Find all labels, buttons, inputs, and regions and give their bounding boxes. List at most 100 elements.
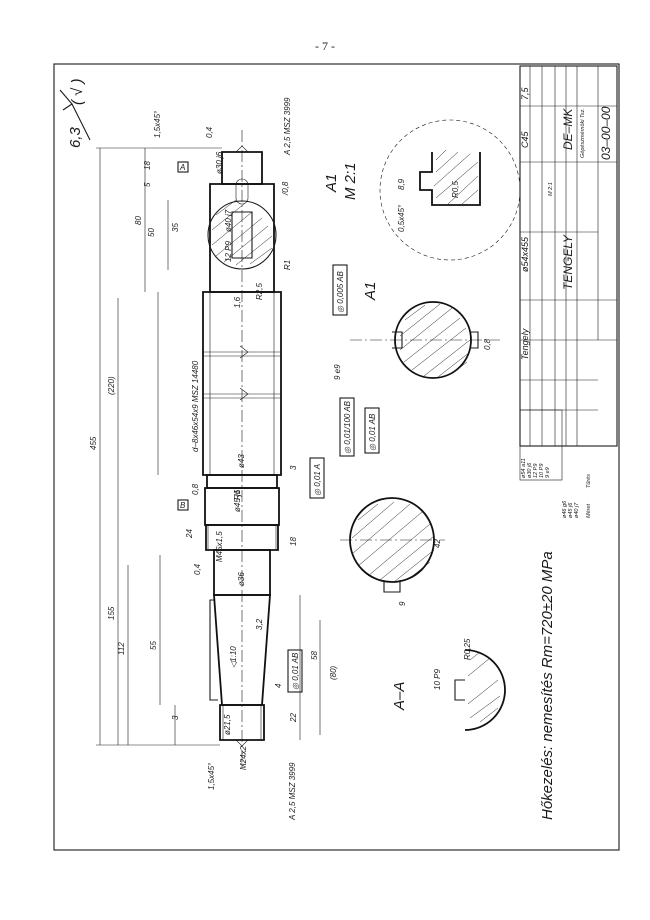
title-blank: ø54x455 <box>520 236 530 272</box>
section-a1-view: 9 e9 0,8 <box>333 301 500 380</box>
section-a1-label: A1 <box>362 282 379 301</box>
radius-1b: R1 <box>233 490 242 500</box>
section-through-view: 42 9 <box>340 497 445 606</box>
datum-b: B <box>180 501 186 510</box>
ra-0-4b: 0,4 <box>193 563 202 575</box>
dim-112: 112 <box>117 642 126 655</box>
dim-155: 155 <box>107 606 116 620</box>
tolerance-frames: ◎ 0,005 AB ◎ 0,01/100 AB ◎ 0,01 AB ◎ 0,0… <box>287 264 380 693</box>
tol-label-meret: Méret <box>586 503 592 518</box>
dim-50: 50 <box>147 228 156 237</box>
tol-label-tures: Tűrés <box>586 474 592 488</box>
angle-0-8: 0,8 <box>483 338 492 350</box>
dim-22: 22 <box>289 713 298 723</box>
ra-0-8: 0,8 <box>191 483 200 495</box>
dim-5: 5 <box>143 182 152 187</box>
shaft-main-view <box>202 130 282 770</box>
chamfer-top: 1,5x45° <box>153 110 162 138</box>
ra-0-4: 0,4 <box>205 126 214 138</box>
dia-30: ø30 j6 <box>215 151 224 174</box>
heat-treatment-note: Hőkezelés: nemesítés Rm=720±20 MPa <box>539 551 556 820</box>
dim-455: 455 <box>89 436 98 450</box>
title-drawing-number: 03–00–00 <box>599 106 613 160</box>
tol-row-1: ø54 a11 <box>521 458 527 478</box>
dia-43: ø43 <box>237 454 246 468</box>
title-part-name: TENGELY <box>561 234 575 290</box>
tol-row-5: 9 e9 <box>545 467 551 478</box>
radius-0-5: R0,5 <box>451 181 460 198</box>
keyway-12p9: 12 P9 <box>224 241 233 262</box>
center-hole-top: A 2,5 MSZ 3999 <box>283 97 292 156</box>
dia-40: ø40 j7 <box>224 209 233 232</box>
dim-3: 3 <box>289 465 298 470</box>
tol-row-2: ø30 j6 <box>527 462 533 478</box>
dia-45: ø45 j6 <box>233 489 242 512</box>
dim-35: 35 <box>171 223 180 232</box>
dim-4: 4 <box>274 683 283 688</box>
view-a1-label: A1 <box>323 174 340 193</box>
title-company: DE–MK <box>561 108 575 150</box>
tol-row-4: 10 P9 <box>539 464 545 478</box>
page-number: - 7 - <box>315 39 335 53</box>
keyway-10p9: 10 P9 <box>433 669 442 690</box>
dim-8-9: 8,9 <box>397 178 406 190</box>
tol-row-6: ø46 g6 <box>562 500 568 518</box>
spline-spec: d–8x46x54x9 MSZ 14480 <box>191 360 200 452</box>
title-scale: M 2:1 <box>548 182 554 196</box>
dim-42: 42 <box>433 539 442 548</box>
center-hole-bottom: A 2,5 MSZ 3999 <box>288 762 297 821</box>
radius-0-25: R0,25 <box>463 638 472 660</box>
tol-0-01-100: ◎ 0,01/100 AB <box>343 400 352 454</box>
title-material: C45 <box>520 130 530 148</box>
dimension-lines <box>96 147 321 746</box>
surface-finish-value: 6,3 <box>67 126 84 148</box>
view-scale: M 2:1 <box>342 162 359 200</box>
dim-18: 18 <box>289 537 298 546</box>
tol-0-01-a: ◎ 0,01 A <box>313 464 322 496</box>
title-mass: 7,5 <box>520 86 530 100</box>
title-block: C45 7,5 ø54x455 Tengely TENGELY M 2:1 DE… <box>519 65 618 518</box>
dim-220: (220) <box>107 376 116 395</box>
dim-80p: (80) <box>329 665 338 680</box>
dim-58: 58 <box>310 651 319 660</box>
radius-1: R1 <box>283 260 292 270</box>
section-aa-label: A–A <box>391 682 408 711</box>
dia-36: ø36 <box>237 572 246 586</box>
tol-row-3: 12 P9 <box>533 464 539 478</box>
radius-0-8: /0,8 <box>281 181 290 196</box>
datum-markers: A B <box>177 161 189 511</box>
dim-55: 55 <box>149 641 158 650</box>
detail-a1-view: 8,9 0,5x45° R0,5 <box>379 119 521 261</box>
ra-1-6: 1,6 <box>233 296 242 308</box>
section-aa-view: A–A 10 P9 R0,25 <box>391 638 506 731</box>
title-header: Tengely <box>520 328 530 360</box>
thread-m45: M45x1,5 <box>215 531 224 562</box>
tolerance-table: ø54 a11 ø30 j6 12 P9 10 P9 9 e9 ø46 g6 ø… <box>519 409 592 518</box>
tol-0-01-ab: ◎ 0,01 AB <box>368 413 377 451</box>
dim-80: 80 <box>134 216 143 225</box>
dim-9: 9 <box>398 601 407 606</box>
dim-3b: 3 <box>171 715 180 720</box>
drawing-frame <box>53 63 620 851</box>
dim-18-top: 18 <box>143 161 152 170</box>
radius-2-5: R2,5 <box>255 283 264 300</box>
chamfer-0-5: 0,5x45° <box>397 204 406 232</box>
ra-3-2: 3,2 <box>255 618 264 630</box>
dia-21-5: ø21,5 <box>223 714 232 735</box>
tol-0-01-ab-2: ◎ 0,01 AB <box>291 652 300 690</box>
taper-1-10: ◁1:10 <box>229 646 238 668</box>
dim-24: 24 <box>185 529 194 539</box>
dimension-texts: 455 (220) 155 112 80 50 35 55 58 (80) 22… <box>89 97 338 821</box>
tol-0-005: ◎ 0,005 AB <box>336 271 345 313</box>
title-department: Gépészmérnöki Tsz. <box>580 108 586 158</box>
tol-row-8: ø40 j7 <box>574 502 580 518</box>
section-a1-label-group: A1 M 2:1 A1 <box>323 162 379 301</box>
surface-finish-symbol: 6,3 ( √ ) <box>59 78 91 148</box>
surface-finish-extra: ( √ ) <box>69 78 86 105</box>
thread-m24: M24x2 <box>239 745 248 770</box>
datum-a: A <box>179 163 185 172</box>
tol-row-7: ø45 j6 <box>568 502 574 518</box>
chamfer-bottom: 1,5x45° <box>207 762 216 790</box>
dim-9e9: 9 e9 <box>333 364 342 380</box>
